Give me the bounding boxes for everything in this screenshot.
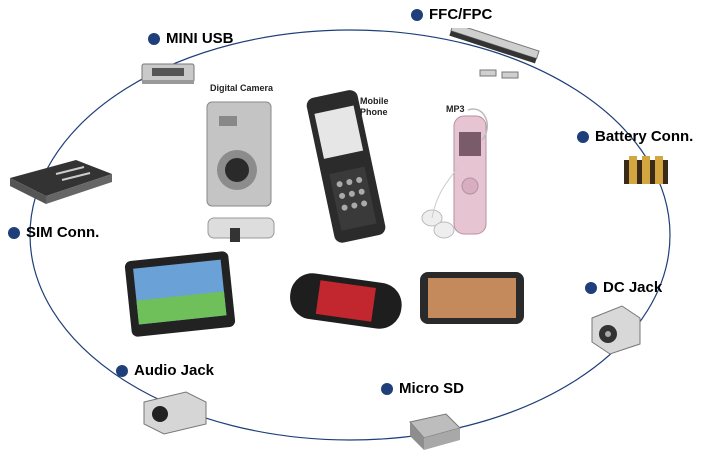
mp3-player-image — [421, 108, 488, 239]
camera-label: Digital Camera — [210, 83, 274, 93]
node-audio-jack: Audio Jack — [116, 362, 214, 379]
psp-handheld-image — [290, 273, 402, 329]
node-label: Battery Conn. — [595, 128, 694, 145]
gps-navigator-image — [124, 251, 236, 337]
node-dot — [381, 382, 393, 395]
node-label: SIM Conn. — [26, 224, 100, 241]
mini-usb-connector-image — [141, 63, 195, 84]
mp3-label: MP3 — [446, 104, 465, 114]
phone-label: Mobile Phone — [360, 96, 389, 117]
digital-camera-image — [206, 101, 272, 207]
node-dot — [148, 32, 160, 45]
node-label: MINI USB — [166, 30, 234, 47]
micro-sd-connector-image — [409, 413, 461, 450]
smartphone-image — [420, 272, 524, 324]
node-label: FFC/FPC — [429, 6, 493, 23]
audio-jack-image — [143, 391, 207, 435]
node-battery: Battery Conn. — [577, 128, 693, 145]
dc-jack-image — [591, 305, 641, 355]
node-label: Micro SD — [399, 380, 465, 397]
node-ffc-fpc: FFC/FPC — [411, 6, 492, 23]
node-dot — [577, 130, 589, 143]
node-dot — [116, 364, 128, 377]
node-micro-sd: Micro SD — [381, 380, 464, 397]
battery-connector-image — [624, 156, 668, 184]
sim-connector-image — [10, 160, 112, 204]
node-dot — [8, 226, 20, 239]
mobile-phone-image — [306, 90, 386, 243]
node-dot — [411, 8, 423, 21]
node-dc-jack: DC Jack — [585, 279, 662, 296]
node-label: Audio Jack — [134, 362, 215, 379]
camera-accessory-image — [207, 217, 275, 242]
node-mini-usb: MINI USB — [148, 30, 234, 47]
node-label: DC Jack — [603, 279, 663, 296]
node-dot — [585, 281, 597, 294]
node-sim: SIM Conn. — [8, 224, 99, 241]
ffc-fpc-connector-image — [449, 28, 540, 79]
